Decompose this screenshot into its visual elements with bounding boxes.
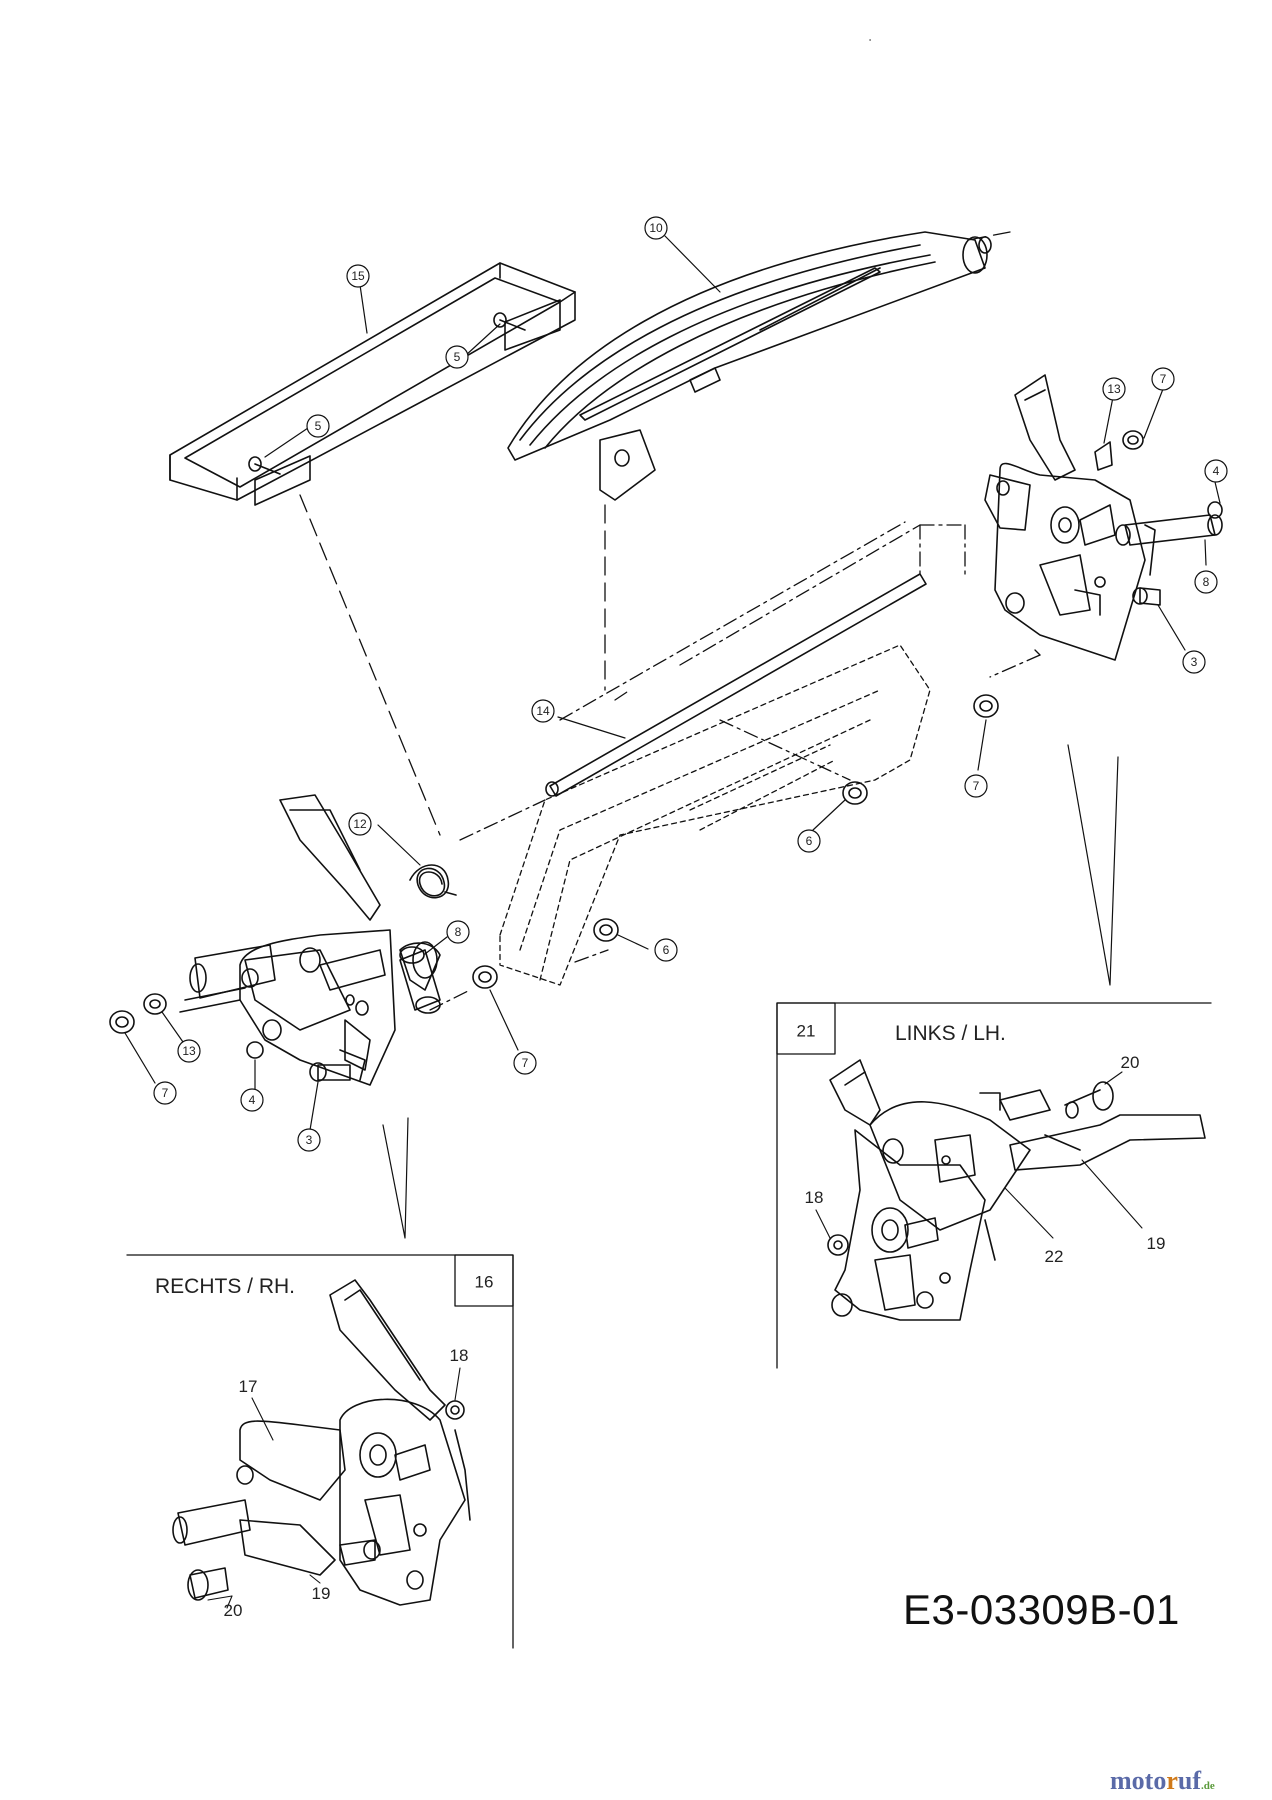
diagram-code: E3-03309B-01 <box>903 1586 1180 1633</box>
left-small-parts <box>109 781 868 1082</box>
callout-8: 8 <box>455 925 462 939</box>
inset-left-box-number: 16 <box>475 1273 494 1292</box>
part-12-spring <box>409 864 457 899</box>
callout-7: 7 <box>162 1086 169 1100</box>
inset-right <box>776 1002 1212 1369</box>
watermark-logo: motoruf.de <box>1110 1766 1215 1796</box>
inset-right-label-19: 19 <box>1147 1234 1166 1253</box>
inset-left-label-20: 20 <box>224 1601 243 1620</box>
inset-left <box>126 1254 514 1649</box>
callout-13: 13 <box>1107 382 1121 396</box>
callout-14: 14 <box>536 704 550 718</box>
inset-left-label-18: 18 <box>450 1346 469 1365</box>
inset-left-label-19: 19 <box>312 1584 331 1603</box>
part-8-bushing-left <box>399 946 441 1014</box>
inset-left-title: RECHTS / RH. <box>155 1275 295 1298</box>
left-lever-assembly <box>179 794 441 1086</box>
inset-right-label-22: 22 <box>1045 1247 1064 1266</box>
callout-3: 3 <box>1191 655 1198 669</box>
alignment-lines <box>429 39 1041 1011</box>
inset-left-label-17: 17 <box>239 1377 258 1396</box>
callout-7: 7 <box>522 1056 529 1070</box>
callout-7: 7 <box>1160 372 1167 386</box>
leader-lines <box>124 235 1221 1239</box>
deck-outline-dashed <box>499 644 931 986</box>
callout-4: 4 <box>1213 464 1220 478</box>
inset-right-title: LINKS / LH. <box>895 1022 1006 1045</box>
callout-circles <box>153 216 1228 1152</box>
callout-6: 6 <box>806 834 813 848</box>
part-14-rod <box>545 573 927 797</box>
callout-4: 4 <box>249 1093 256 1107</box>
callout-7: 7 <box>973 779 980 793</box>
right-small-parts <box>973 430 1223 718</box>
part-10-cover <box>507 231 992 501</box>
callout-8: 8 <box>1203 575 1210 589</box>
watermark-tail: uf <box>1177 1766 1201 1795</box>
callout-3: 3 <box>306 1133 313 1147</box>
callout-5: 5 <box>315 419 322 433</box>
watermark-accent: r <box>1166 1766 1178 1795</box>
callout-13: 13 <box>182 1044 196 1058</box>
callout-15: 15 <box>351 269 365 283</box>
callout-10: 10 <box>649 221 663 235</box>
inset-right-label-20: 20 <box>1121 1053 1140 1072</box>
part-15-bracket <box>169 262 576 506</box>
watermark-main: moto <box>1110 1766 1167 1795</box>
callout-5: 5 <box>454 350 461 364</box>
right-lever-assembly <box>984 374 1156 661</box>
callout-12: 12 <box>353 817 367 831</box>
watermark-tld: .de <box>1201 1780 1215 1792</box>
dash-lines <box>299 231 1011 836</box>
inset-right-label-18: 18 <box>805 1188 824 1207</box>
inset-right-box-number: 21 <box>797 1022 816 1041</box>
callout-6: 6 <box>663 943 670 957</box>
